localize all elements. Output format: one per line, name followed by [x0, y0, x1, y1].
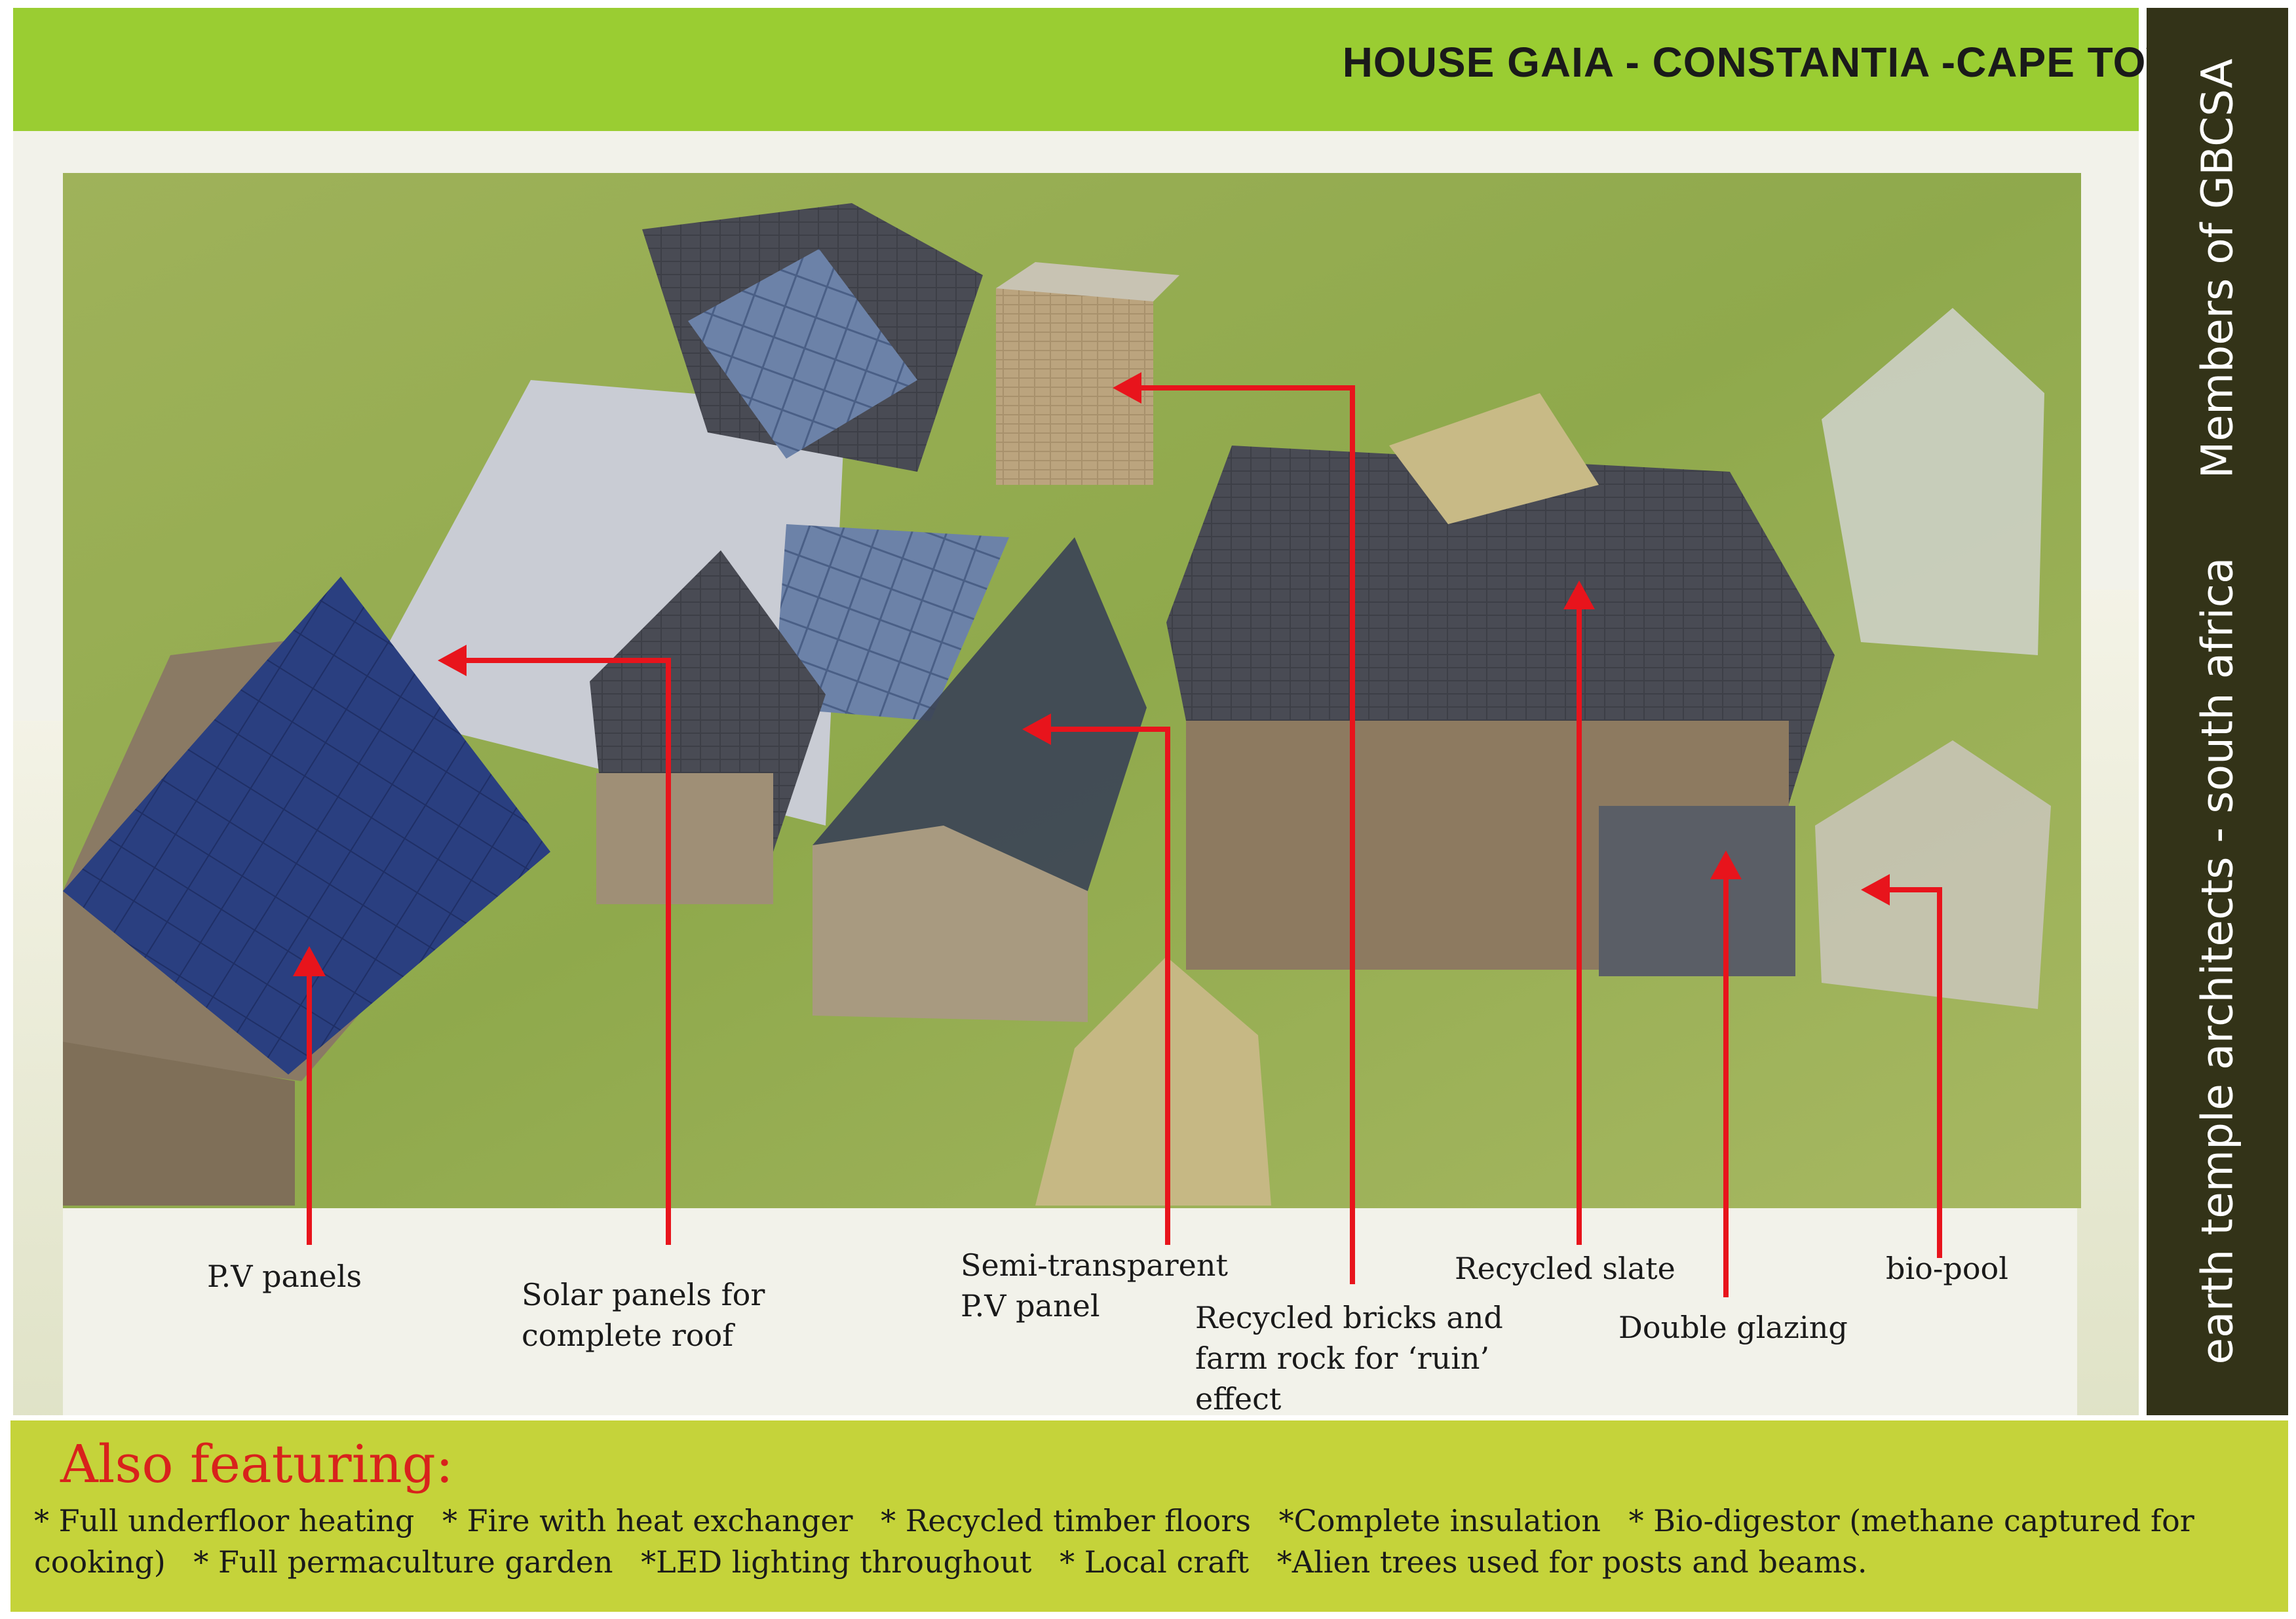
arrow-recycled-bricks	[1140, 385, 1355, 1284]
farm-rock	[1035, 957, 1271, 1206]
feature-item: * Local craft	[1060, 1544, 1250, 1580]
membership-note: Members of GBCSA	[2192, 58, 2243, 479]
arrow-bio-pool	[1888, 887, 1942, 1258]
label-solar-roof: Solar panels for complete roof	[522, 1277, 765, 1354]
arrow-solar-roof	[465, 658, 671, 1245]
feature-item: * Full permaculture garden	[193, 1544, 613, 1580]
feature-item: * Recycled timber floors	[881, 1503, 1251, 1538]
arrow-semi-transparent-pv	[1050, 727, 1170, 1245]
bio-pool-pavilion	[1815, 740, 2051, 1009]
label-pv-panels: P.V panels	[207, 1259, 362, 1294]
house-rendering	[13, 131, 2139, 1415]
features-footer: Also featuring: * Full underfloor heatin…	[10, 1420, 2288, 1612]
arrowhead-pv-panels	[293, 946, 326, 976]
arrowhead-semi-transparent-pv	[1022, 714, 1051, 745]
pv-panel-roof	[63, 577, 550, 1075]
sidebar-text: earth temple architects - south africa Me…	[2192, 58, 2243, 1364]
label-double-glazing: Double glazing	[1618, 1310, 1848, 1345]
feature-item: * Fire with heat exchanger	[442, 1503, 853, 1538]
label-bio-pool: bio-pool	[1886, 1251, 2008, 1286]
feature-item: *Alien trees used for posts and beams.	[1276, 1544, 1867, 1580]
sidebar-banner: earth temple architects - south africa Me…	[2147, 8, 2288, 1415]
label-recycled-bricks: Recycled bricks and farm rock for ‘ruin’…	[1195, 1300, 1503, 1417]
arrowhead-solar-roof	[438, 645, 467, 676]
arrowhead-recycled-slate	[1563, 581, 1595, 609]
feature-list: * Full underfloor heating * Fire with he…	[34, 1500, 2275, 1584]
firm-name: earth temple architects - south africa	[2192, 557, 2243, 1365]
arrowhead-recycled-bricks	[1113, 372, 1141, 404]
arrowhead-bio-pool	[1861, 874, 1890, 905]
annotation-arrows	[293, 372, 1942, 1297]
feature-item: *Complete insulation	[1278, 1503, 1601, 1538]
feature-item: * Full underfloor heating	[34, 1503, 415, 1538]
house-rendering-area: P.V panels Solar panels for complete roo…	[13, 131, 2139, 1417]
arrowhead-double-glazing	[1710, 850, 1742, 879]
header-bar	[13, 8, 2139, 131]
label-semi-transparent-pv: Semi-transparent P.V panel	[961, 1248, 1228, 1324]
feature-item: *LED lighting throughout	[641, 1544, 1032, 1580]
page-title: HOUSE GAIA - CONSTANTIA -CAPE TOWN	[1342, 39, 2217, 86]
feature-item: * Bio-digestor (methane captured for coo…	[34, 1503, 2194, 1580]
footer-heading: Also featuring:	[60, 1434, 453, 1495]
label-recycled-slate: Recycled slate	[1455, 1251, 1675, 1286]
